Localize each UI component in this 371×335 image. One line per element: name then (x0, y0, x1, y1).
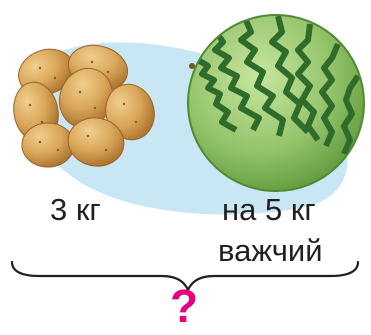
question-mark: ? (170, 280, 199, 332)
watermelon-difference-label: на 5 кг (222, 192, 316, 227)
watermelon-illustration (187, 14, 365, 192)
curly-brace (10, 260, 360, 293)
watermelon-heavier-label: важчий (218, 233, 323, 268)
potatoes-illustration (13, 44, 155, 168)
potatoes-weight-label: 3 кг (50, 192, 101, 227)
